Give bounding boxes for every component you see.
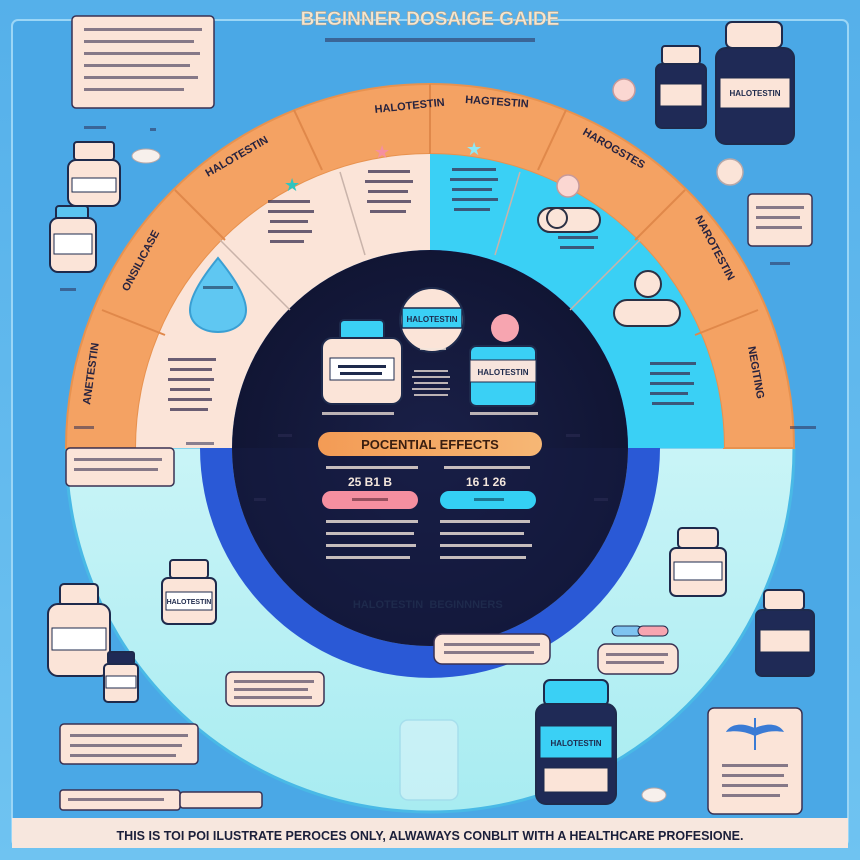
note-card-bottom-left [59, 723, 263, 811]
caduceus-card [707, 707, 803, 815]
side-scribbles [60, 126, 816, 501]
bottom-right-label: BEGINNNERS [429, 599, 502, 611]
bottle-top-left-1 [67, 141, 121, 207]
bottle-left-mid: HALOTESTIN [161, 559, 217, 625]
effects-title: POCENTIAL EFFECTS [361, 437, 499, 452]
caduceus-icon [726, 718, 784, 750]
top-right-bottle-label: HALOTESTIN [729, 89, 780, 98]
left-bottle-label: HALOTESTIN [167, 599, 212, 606]
ring-dividers [101, 84, 759, 336]
note-card-left [65, 447, 175, 487]
segment-text-lines [168, 168, 696, 411]
effects-banner [318, 432, 542, 456]
bottle-right-mid [669, 527, 727, 597]
pill-left-scribble [352, 498, 388, 501]
disclaimer-text: THIS IS TOI POI ILUSTRATE PEROCES ONLY, … [117, 829, 744, 843]
bottom-left-label: HALOTESTIN [353, 599, 423, 611]
center-jar-label: HALOTESTIN [406, 315, 457, 324]
effect-right-value: 16 1 26 [466, 475, 506, 489]
subtitle-scribble [325, 38, 535, 42]
segment-label-2: HAGTESTIN [465, 94, 529, 110]
droplet-label [203, 286, 233, 289]
pill-bottom [641, 787, 667, 803]
note-card-top-right [747, 193, 813, 247]
cyan-star-icon: ★ [466, 139, 482, 160]
disclaimer-strip [12, 818, 848, 848]
ghost-bottle [399, 719, 459, 801]
mid-ring-lower [200, 448, 660, 678]
bottle-left-large [47, 583, 111, 677]
droplet-icon [188, 256, 248, 334]
effects-scribbles [326, 466, 530, 469]
center-jar-left [321, 319, 403, 405]
center-jar-top: HALOTESTIN [399, 287, 465, 353]
center-jar-right-label: HALOTESTIN [477, 368, 528, 377]
inner-dividers [219, 171, 641, 311]
bottle-top-left-2 [49, 205, 97, 273]
note-card-top-left [71, 15, 215, 109]
bottle-left-small [103, 651, 139, 703]
bottle-top-right-large: HALOTESTIN [715, 21, 795, 145]
bottle-right-large [755, 589, 815, 677]
pink-star-icon: ★ [374, 142, 390, 163]
capsules-right [611, 625, 669, 637]
bottle-top-right-small [655, 45, 707, 129]
pill-top-right-1 [612, 78, 636, 102]
bottom-bottle-label: HALOTESTIN [550, 739, 601, 748]
lower-panels [225, 633, 679, 707]
effects-list [326, 520, 532, 559]
center-small-text [322, 348, 538, 415]
effect-left-value: 25 B1 B [348, 475, 392, 489]
page-title: BEGINNER DOSAIGE GAIDE [301, 9, 560, 30]
bottle-bottom-center: HALOTESTIN [535, 679, 617, 805]
teal-star-icon: ★ [284, 175, 300, 196]
pill-group-right [537, 174, 681, 327]
center-jar-right: HALOTESTIN [469, 314, 537, 407]
pill-right-scribble [474, 498, 504, 501]
pill-top-right-2 [716, 158, 744, 186]
pill-top-left [131, 148, 161, 164]
